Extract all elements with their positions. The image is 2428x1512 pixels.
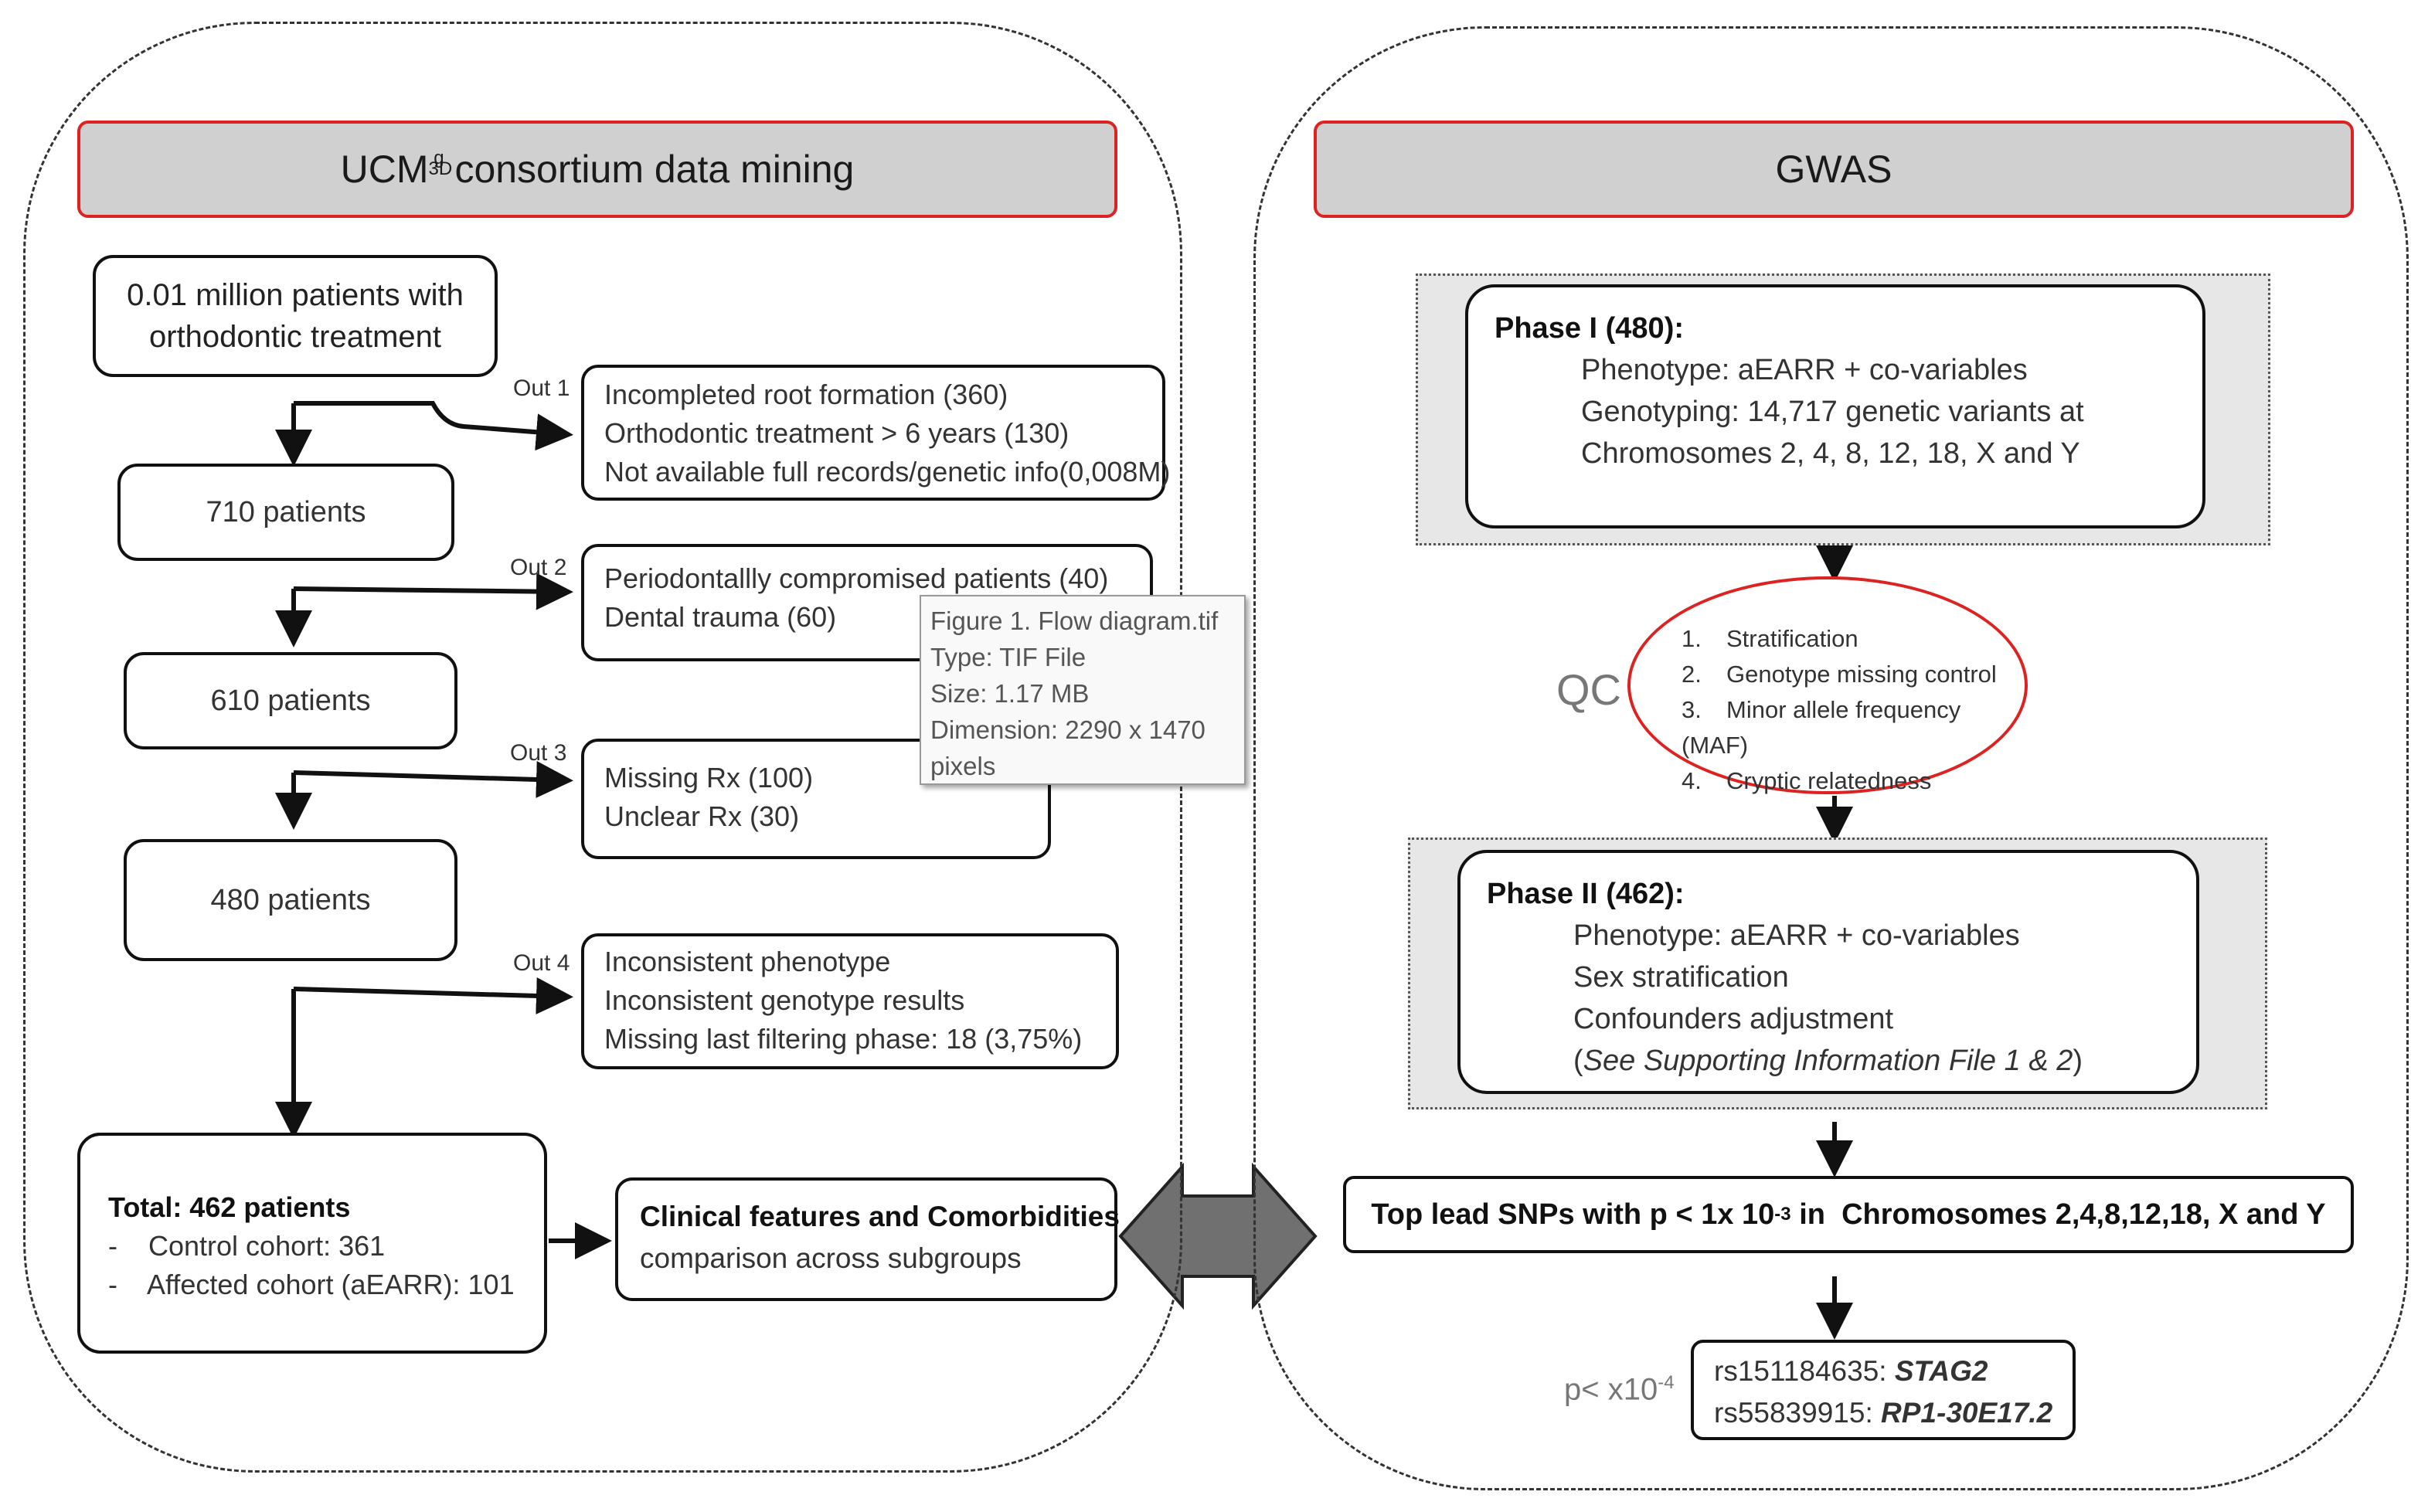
phase1-box: Phase I (480): Phenotype: aEARR + co-var… <box>1465 284 2205 528</box>
rs1-row: rs151184635: STAG2 <box>1714 1355 1988 1387</box>
rs2-row: rs55839915: RP1-30E17.2 <box>1714 1397 2053 1429</box>
total-box: Total: 462 patients - Control cohort: 36… <box>77 1133 547 1354</box>
clinical-sub: comparison across subgroups <box>640 1242 1022 1274</box>
right-header: GWAS <box>1314 121 2354 218</box>
total-title: Total: 462 patients <box>108 1191 351 1223</box>
out2-label: Out 2 <box>510 555 567 580</box>
snp-box: Top lead SNPs with p < 1x 10-3 in Chromo… <box>1343 1176 2354 1253</box>
clinical-title: Clinical features and Comorbidities <box>640 1201 1120 1232</box>
out1-label: Out 1 <box>513 375 570 401</box>
arrow-out2 <box>293 573 573 610</box>
phase2-note: (See Supporting Information File 1 & 2) <box>1573 1045 2083 1077</box>
qc-label: QC <box>1556 665 1621 714</box>
qc-ellipse: 1.Stratification 2.Genotype missing cont… <box>1627 576 2028 794</box>
affected-cohort: - Affected cohort (aEARR): 101 <box>108 1269 515 1300</box>
file-info-tooltip: Figure 1. Flow diagram.tif Type: TIF Fil… <box>920 595 1246 785</box>
step-710-box: 710 patients <box>117 464 454 561</box>
right-panel <box>1253 26 2409 1490</box>
step-480-box: 480 patients <box>124 839 457 961</box>
out4-box: Inconsistent phenotype Inconsistent geno… <box>581 933 1119 1069</box>
out1-box: Incompleted root formation (360) Orthodo… <box>581 365 1170 501</box>
arrow-out1 <box>294 401 573 451</box>
arrow-out3 <box>293 760 573 798</box>
step-610-box: 610 patients <box>124 652 457 749</box>
snp-results-box: rs151184635: STAG2 rs55839915: RP1-30E17… <box>1691 1340 2076 1440</box>
phase2-box: Phase II (462): Phenotype: aEARR + co-va… <box>1457 850 2199 1094</box>
clinical-box: Clinical features and Comorbidities comp… <box>615 1177 1120 1301</box>
phase2-title: Phase II (462): <box>1487 878 1685 910</box>
out4-label: Out 4 <box>513 950 570 976</box>
control-cohort: - Control cohort: 361 <box>108 1230 386 1262</box>
out3-label: Out 3 <box>510 740 567 766</box>
phase1-title: Phase I (480): <box>1495 312 1684 345</box>
arrow-out4 <box>293 977 573 1014</box>
p-threshold-label: p< x10-4 <box>1564 1372 1675 1407</box>
